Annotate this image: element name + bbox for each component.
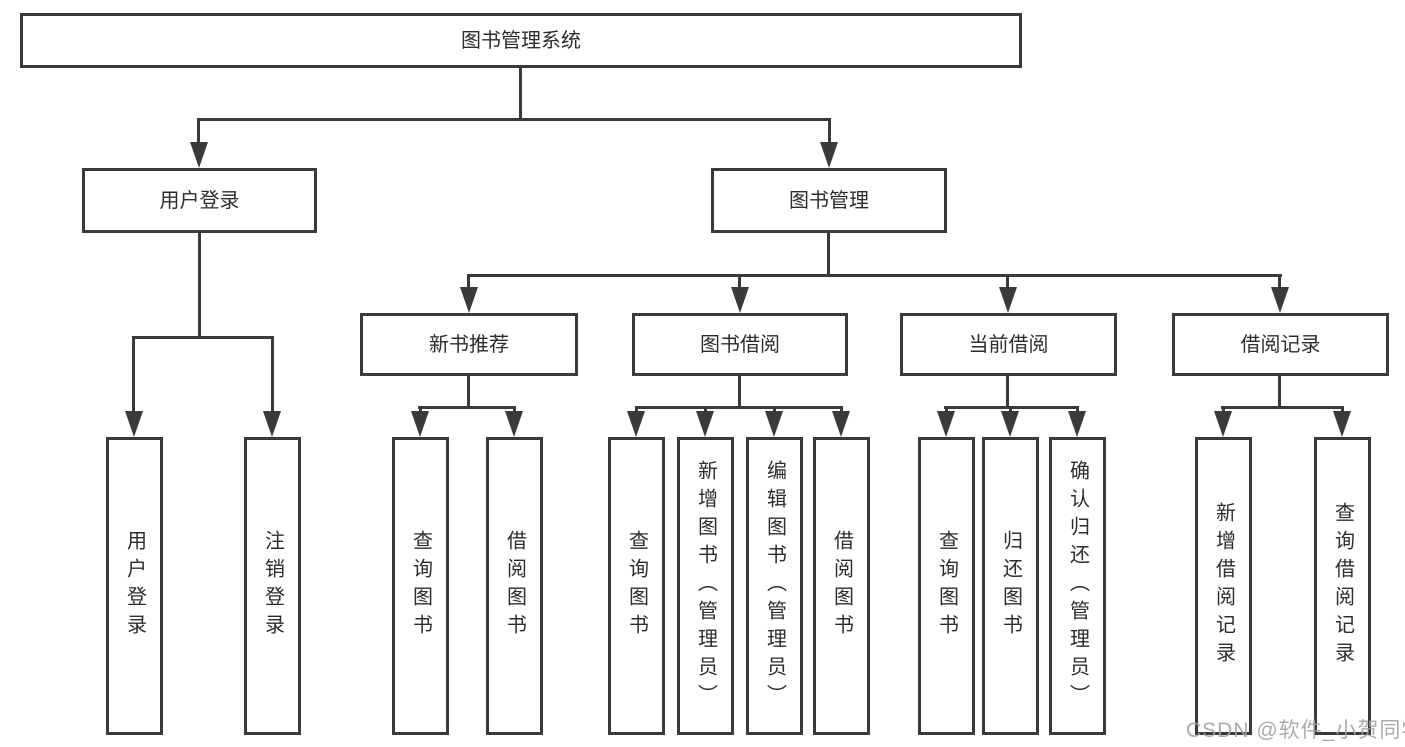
arrow-down-icon <box>411 411 429 437</box>
leaf-records-query-record: 查询借阅记录 <box>1314 437 1371 735</box>
leaf-label: 查询借阅记录 <box>1331 502 1354 670</box>
leaf-label: 借阅图书 <box>830 530 853 642</box>
node-borrow-records: 借阅记录 <box>1172 313 1389 376</box>
arrow-down-icon <box>832 411 850 437</box>
leaf-label: 注销登录 <box>261 530 284 642</box>
leaf-newbook-borrow-books: 借阅图书 <box>486 437 543 735</box>
connector-line <box>132 336 135 414</box>
leaf-current-query-books: 查询图书 <box>918 437 975 735</box>
connector-line <box>1221 406 1344 409</box>
node-book-borrow: 图书借阅 <box>632 313 848 376</box>
node-new-book-recommend-label: 新书推荐 <box>429 333 509 356</box>
node-current-borrow-label: 当前借阅 <box>968 333 1049 356</box>
node-book-borrow-label: 图书借阅 <box>700 333 780 356</box>
leaf-label: 查询图书 <box>625 530 648 642</box>
leaf-borrow-add-books-admin: 新增图书（管理员） <box>677 437 734 735</box>
arrow-down-icon <box>731 287 749 313</box>
leaf-label: 归还图书 <box>999 530 1022 642</box>
connector-line <box>513 406 516 415</box>
arrow-down-icon <box>937 411 955 437</box>
arrow-down-icon <box>505 411 523 437</box>
leaf-label: 编辑图书（管理员） <box>763 460 786 712</box>
connector-line <box>519 68 522 120</box>
leaf-label: 新增借阅记录 <box>1212 502 1235 670</box>
leaf-current-confirm-return-admin: 确认归还（管理员） <box>1049 437 1106 735</box>
connector-line <box>738 274 741 290</box>
connector-line <box>467 274 470 290</box>
connector-line <box>132 336 274 339</box>
node-root-label: 图书管理系统 <box>461 29 581 52</box>
leaf-label: 借阅图书 <box>503 530 526 642</box>
csdn-watermark: CSDN @软件_小贺同学 <box>1186 719 1405 742</box>
connector-line <box>1222 406 1225 415</box>
leaf-newbook-query-books: 查询图书 <box>392 437 449 735</box>
arrow-down-icon <box>190 142 208 168</box>
leaf-label: 用户登录 <box>123 530 146 642</box>
connector-line <box>419 406 422 415</box>
node-current-borrow: 当前借阅 <box>900 313 1117 376</box>
arrow-down-icon <box>460 287 478 313</box>
arrow-down-icon <box>1068 411 1086 437</box>
arrow-down-icon <box>1214 411 1232 437</box>
connector-line <box>945 406 948 415</box>
connector-line <box>828 118 831 146</box>
leaf-label: 确认归还（管理员） <box>1066 460 1089 712</box>
leaf-label: 新增图书（管理员） <box>694 460 717 712</box>
connector-line <box>1006 376 1009 408</box>
node-borrow-records-label: 借阅记录 <box>1240 333 1321 356</box>
connector-line <box>635 406 638 415</box>
arrow-down-icon <box>820 142 838 168</box>
connector-line <box>827 233 830 277</box>
connector-line <box>704 406 707 415</box>
arrow-down-icon <box>125 411 143 437</box>
connector-line <box>467 274 1282 277</box>
node-user-login-label: 用户登录 <box>159 189 240 212</box>
connector-line <box>198 233 201 338</box>
leaf-logout-login: 注销登录 <box>244 437 301 735</box>
connector-line <box>1278 376 1281 408</box>
leaf-label: 查询图书 <box>409 530 432 642</box>
leaf-label: 查询图书 <box>935 530 958 642</box>
connector-line <box>197 118 200 146</box>
arrow-down-icon <box>263 411 281 437</box>
connector-line <box>1076 406 1079 415</box>
leaf-current-return-books: 归还图书 <box>982 437 1039 735</box>
arrow-down-icon <box>696 411 714 437</box>
arrow-down-icon <box>765 411 783 437</box>
leaf-borrow-edit-books-admin: 编辑图书（管理员） <box>746 437 803 735</box>
connector-line <box>773 406 776 415</box>
arrow-down-icon <box>1001 411 1019 437</box>
leaf-records-add-record: 新增借阅记录 <box>1195 437 1252 735</box>
connector-line <box>738 376 741 408</box>
connector-line <box>418 406 516 409</box>
node-book-management-label: 图书管理 <box>789 189 869 212</box>
connector-line <box>467 376 470 408</box>
connector-line <box>1009 406 1012 415</box>
connector-line <box>1006 274 1009 290</box>
connector-line <box>840 406 843 415</box>
arrow-down-icon <box>1271 287 1289 313</box>
leaf-user-login: 用户登录 <box>106 437 163 735</box>
arrow-down-icon <box>1333 411 1351 437</box>
node-user-login: 用户登录 <box>82 168 317 233</box>
leaf-borrow-borrow-books: 借阅图书 <box>813 437 870 735</box>
connector-line <box>197 118 831 121</box>
connector-line <box>271 336 274 414</box>
node-new-book-recommend: 新书推荐 <box>360 313 578 376</box>
node-book-management: 图书管理 <box>711 168 947 233</box>
node-root: 图书管理系统 <box>20 13 1022 68</box>
arrow-down-icon <box>627 411 645 437</box>
arrow-down-icon <box>999 287 1017 313</box>
connector-line <box>1278 274 1281 290</box>
connector-line <box>1341 406 1344 415</box>
connector-line <box>635 406 843 409</box>
leaf-borrow-query-books: 查询图书 <box>608 437 665 735</box>
